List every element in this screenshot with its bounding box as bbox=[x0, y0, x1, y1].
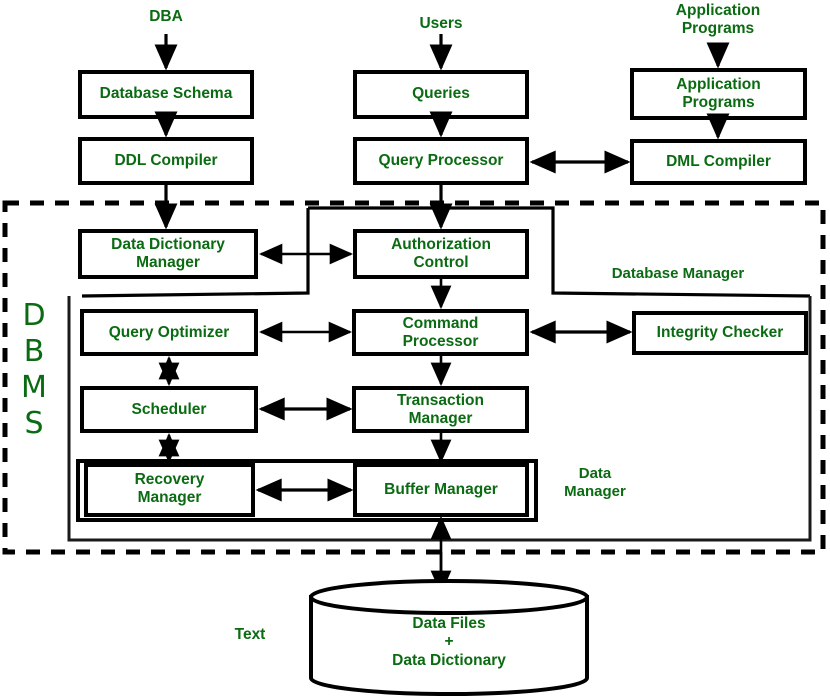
scheduler-box[interactable] bbox=[80, 386, 258, 433]
recovery-manager-box[interactable] bbox=[84, 463, 255, 517]
query-optimizer-box[interactable] bbox=[80, 309, 258, 356]
query-processor-box[interactable] bbox=[353, 137, 529, 185]
dbms-boundary bbox=[2, 200, 826, 555]
ddl-compiler-box[interactable] bbox=[78, 137, 254, 185]
dml-compiler-box[interactable] bbox=[630, 139, 807, 185]
database-schema-box[interactable] bbox=[78, 70, 254, 119]
transaction-manager-box[interactable] bbox=[352, 386, 529, 433]
buffer-manager-box[interactable] bbox=[353, 463, 529, 517]
recovery-buffer-group-box bbox=[76, 459, 538, 522]
authorization-control-box[interactable] bbox=[353, 229, 529, 279]
application-programs-box[interactable] bbox=[630, 68, 807, 120]
data-store-cylinder-body bbox=[309, 595, 589, 696]
database-manager-bracket-left bbox=[81, 208, 310, 298]
queries-box[interactable] bbox=[353, 70, 529, 119]
command-processor-box[interactable] bbox=[352, 309, 529, 356]
integrity-checker-box[interactable] bbox=[632, 311, 808, 355]
data-manager-group-box bbox=[67, 296, 812, 542]
data-dictionary-manager-box[interactable] bbox=[78, 229, 258, 279]
data-store-cylinder-top bbox=[309, 579, 589, 615]
